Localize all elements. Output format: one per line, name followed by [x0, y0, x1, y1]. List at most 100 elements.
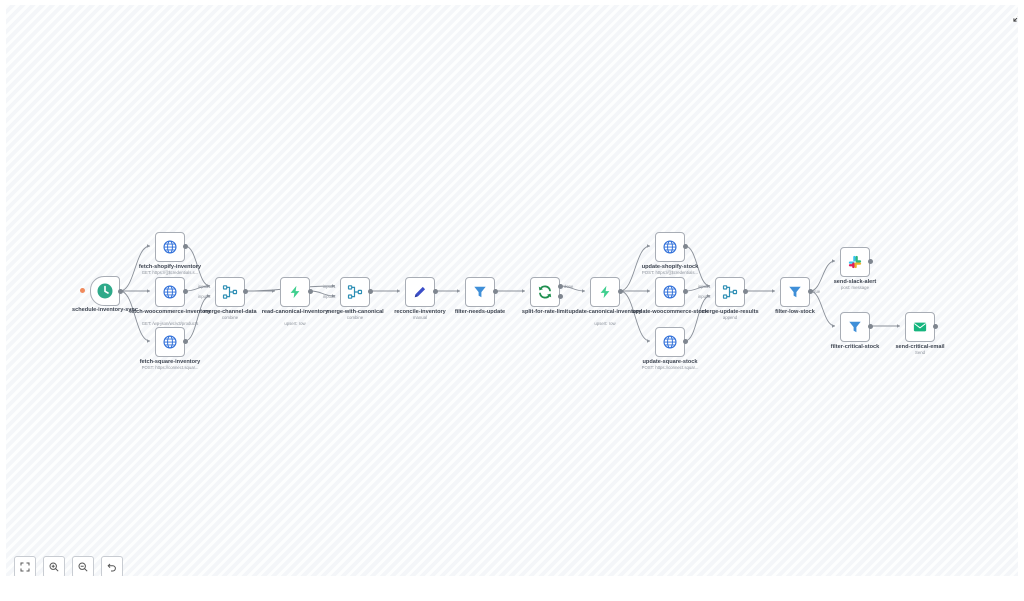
node-update-shopify-stock[interactable]: [655, 232, 685, 262]
node-fetch-woocommerce-inventory[interactable]: [155, 277, 185, 307]
port-label: input 2: [698, 294, 711, 299]
node-update-canonical-inventory[interactable]: [590, 277, 620, 307]
node-fetch-shopify-inventory[interactable]: [155, 232, 185, 262]
funnel-icon: [849, 321, 861, 333]
output-port[interactable]: [242, 288, 248, 294]
zoom-out-button[interactable]: [72, 556, 94, 576]
port-label: true: [813, 289, 821, 294]
node-send-slack-alert[interactable]: [840, 247, 870, 277]
output-port[interactable]: [367, 288, 373, 294]
output-port[interactable]: [932, 323, 938, 329]
connection-arrow: [332, 294, 335, 298]
globe-icon: [163, 335, 177, 349]
globe-icon: [663, 335, 677, 349]
node-reconcile-inventory[interactable]: [405, 277, 435, 307]
connection-arrow: [647, 244, 650, 248]
output-port[interactable]: [182, 338, 188, 344]
node-label: filter-low-stock: [775, 309, 815, 315]
node-subtitle: GET: /wp-json/wc/v3/products: [141, 321, 199, 326]
output-port[interactable]: [617, 288, 623, 294]
output-port[interactable]: [182, 243, 188, 249]
node-filter-critical-stock[interactable]: [840, 312, 870, 342]
output-port[interactable]: [867, 258, 873, 264]
node-subtitle: POST: https://connect.squar...: [141, 365, 199, 370]
node-read-canonical-inventory[interactable]: [280, 277, 310, 307]
globe-icon: [663, 285, 677, 299]
node-subtitle: combine: [346, 315, 364, 320]
connection-arrow: [582, 289, 585, 293]
connection-arrow: [647, 339, 650, 343]
connection-arrow: [707, 294, 710, 298]
bolt-icon: [290, 285, 300, 299]
node-label: reconcile-inventory: [394, 309, 446, 315]
undo-button[interactable]: [101, 556, 123, 576]
merge-icon: [722, 285, 738, 299]
output-port[interactable]: [807, 288, 813, 294]
output-port[interactable]: [307, 288, 313, 294]
port-label: input 2: [198, 294, 211, 299]
merge-icon: [222, 285, 238, 299]
connection-arrow: [147, 244, 150, 248]
connection-line: [184, 245, 211, 287]
output-port[interactable]: [432, 288, 438, 294]
output-port[interactable]: [682, 243, 688, 249]
connection-arrow: [332, 284, 335, 288]
node-subtitle: post: message: [841, 285, 869, 290]
output-port[interactable]: [182, 288, 188, 294]
node-send-critical-email[interactable]: [905, 312, 935, 342]
node-label: update-woocommerce-stock: [632, 309, 708, 315]
output-port[interactable]: [682, 338, 688, 344]
connection-arrow: [147, 289, 150, 293]
output-port[interactable]: [742, 288, 748, 294]
node-label: schedule-inventory-sync: [72, 307, 138, 313]
node-subtitle: GET: https://{{$credentials.s...: [141, 270, 199, 275]
node-label: filter-critical-stock: [830, 344, 880, 350]
output-port[interactable]: [557, 293, 563, 299]
port-label: input 1: [198, 284, 211, 289]
workflow-canvas[interactable]: schedule-inventory-sync fetch-shopify-in…: [6, 5, 1018, 576]
connection-arrow: [397, 289, 400, 293]
funnel-icon: [789, 286, 801, 298]
output-port[interactable]: [557, 283, 563, 289]
connection-arrow: [832, 324, 835, 328]
port-label: input 1: [698, 284, 711, 289]
node-label: fetch-shopify-inventory: [138, 264, 202, 270]
connection-line: [184, 295, 211, 342]
node-filter-needs-update[interactable]: [465, 277, 495, 307]
node-merge-channel-data[interactable]: [215, 277, 245, 307]
output-port[interactable]: [867, 323, 873, 329]
node-split-for-rate-limit[interactable]: [530, 277, 560, 307]
node-label: read-canonical-inventory: [261, 309, 329, 315]
node-fetch-square-inventory[interactable]: [155, 327, 185, 357]
node-update-woocommerce-stock[interactable]: [655, 277, 685, 307]
node-label: update-shopify-stock: [641, 264, 699, 270]
node-label: send-critical-email: [895, 344, 945, 350]
node-subtitle: POST: https://connect.squar...: [641, 365, 699, 370]
node-label: send-slack-alert: [833, 279, 877, 285]
zoom-in-button[interactable]: [43, 556, 65, 576]
pencil-icon: [414, 286, 426, 298]
output-port[interactable]: [117, 288, 123, 294]
funnel-icon: [474, 286, 486, 298]
node-schedule-inventory-sync[interactable]: [90, 276, 120, 306]
node-label: merge-channel-data: [203, 309, 257, 315]
output-port[interactable]: [682, 288, 688, 294]
node-update-square-stock[interactable]: [655, 327, 685, 357]
node-merge-with-canonical[interactable]: [340, 277, 370, 307]
fit-view-button[interactable]: [14, 556, 36, 576]
connection-layer: [119, 244, 900, 343]
node-merge-update-results[interactable]: [715, 277, 745, 307]
connection-line: [119, 290, 151, 342]
node-label: fetch-woocommerce-inventory: [129, 309, 211, 315]
node-subtitle: upsert: row: [284, 321, 306, 326]
clock-icon: [97, 283, 113, 299]
node-label: merge-with-canonical: [326, 309, 384, 315]
port-label: input 2: [323, 294, 336, 299]
zoom-in-icon: [49, 562, 59, 572]
slack-icon: [848, 255, 862, 269]
connection-line: [119, 245, 151, 292]
output-port[interactable]: [492, 288, 498, 294]
node-label: update-square-stock: [642, 359, 698, 365]
node-subtitle: manual: [412, 315, 428, 320]
fullscreen-button[interactable]: [1012, 12, 1018, 23]
